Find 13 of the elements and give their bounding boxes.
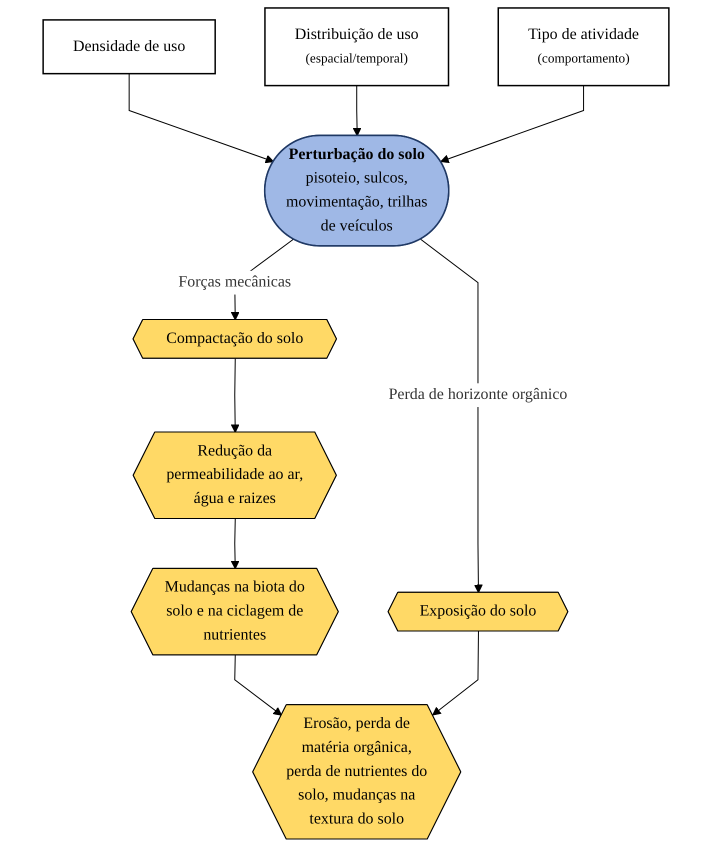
edge-label: Perda de horizonte orgânico: [388, 386, 568, 404]
arrow: [230, 358, 240, 433]
arrow: [230, 518, 240, 570]
edge-label: Forças mecânicas: [178, 274, 292, 291]
arrow: [352, 85, 362, 136]
arrow: [234, 654, 282, 716]
arrow: [128, 73, 274, 164]
node-box: Densidade de uso: [42, 19, 216, 74]
arrow: [440, 85, 584, 164]
node-box: Tipo de atividade (comportamento): [498, 7, 670, 86]
arrow: [432, 631, 479, 716]
arrow: [420, 238, 483, 594]
node-box: Distribuição de uso (espacial/temporal): [264, 7, 450, 86]
